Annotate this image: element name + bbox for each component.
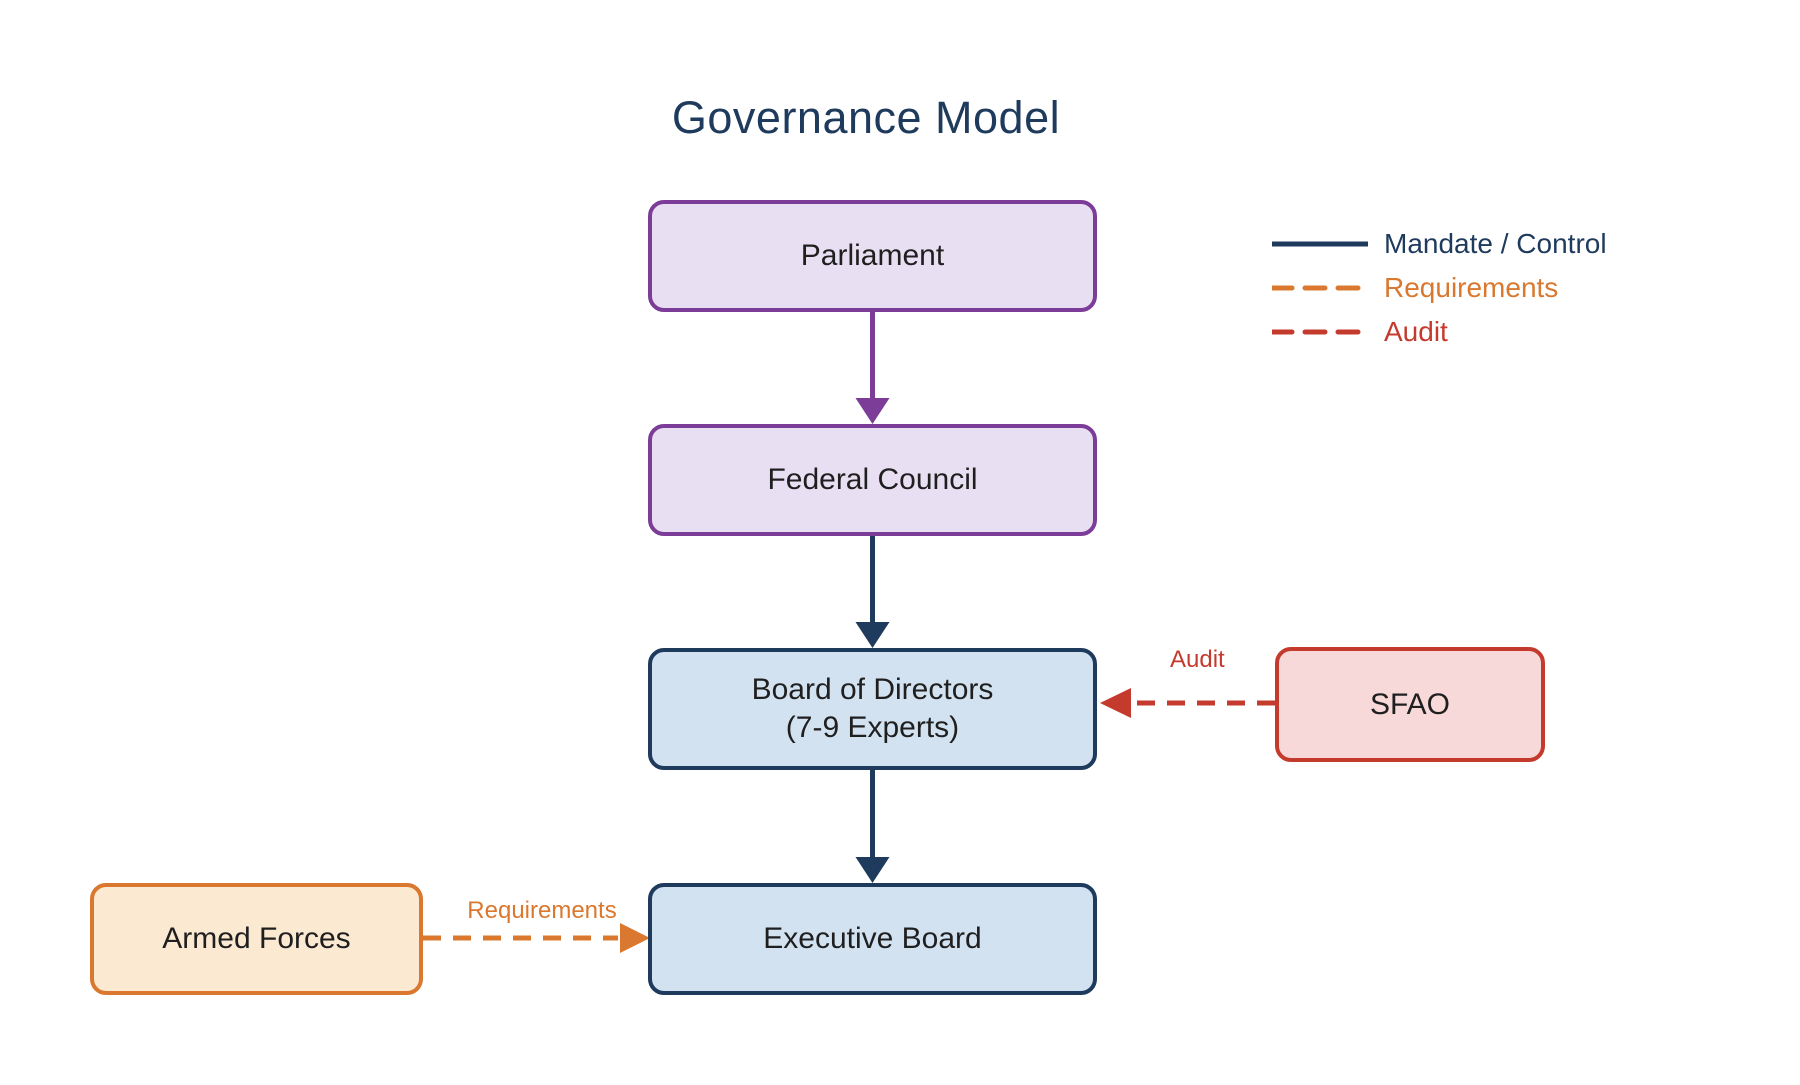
- legend: Mandate / Control Requirements Audit: [1272, 228, 1607, 361]
- node-armed-forces: Armed Forces: [90, 883, 423, 995]
- edge-label-requirements: Requirements: [467, 897, 617, 924]
- legend-label-audit: Audit: [1384, 316, 1448, 347]
- page-title: Governance Model: [671, 92, 1061, 143]
- node-executive-board: Executive Board: [648, 883, 1097, 995]
- legend-item-audit: Audit: [1272, 316, 1607, 347]
- node-sfao-label: SFAO: [1369, 687, 1451, 721]
- dashed-line-icon: [1272, 285, 1368, 291]
- legend-item-mandate-control: Mandate / Control: [1272, 228, 1607, 259]
- legend-item-requirements: Requirements: [1272, 272, 1607, 303]
- arrow-armed-forces-to-executive-requirements: [423, 923, 650, 953]
- node-federal-council: Federal Council: [648, 424, 1097, 536]
- edge-label-audit: Audit: [1170, 646, 1225, 673]
- node-parliament-label: Parliament: [800, 239, 945, 272]
- arrow-parliament-to-federal-council: [855, 312, 890, 424]
- legend-label-mandate-control: Mandate / Control: [1384, 228, 1607, 259]
- node-federal-council-label: Federal Council: [767, 463, 978, 496]
- node-board-label-line2: (7-9 Experts): [785, 711, 960, 744]
- node-board-of-directors: Board of Directors (7-9 Experts): [648, 648, 1097, 770]
- node-armed-forces-label: Armed Forces: [162, 922, 351, 955]
- node-sfao: SFAO: [1275, 647, 1545, 762]
- dashed-line-icon: [1272, 329, 1368, 335]
- node-executive-label: Executive Board: [763, 922, 982, 955]
- legend-label-requirements: Requirements: [1384, 272, 1559, 303]
- arrow-sfao-to-board-audit: [1100, 688, 1275, 718]
- solid-line-icon: [1272, 241, 1368, 247]
- arrow-federal-council-to-board: [855, 536, 890, 648]
- node-board-label-line1: Board of Directors: [751, 673, 994, 706]
- arrow-board-to-executive: [855, 770, 890, 883]
- node-parliament: Parliament: [648, 200, 1097, 312]
